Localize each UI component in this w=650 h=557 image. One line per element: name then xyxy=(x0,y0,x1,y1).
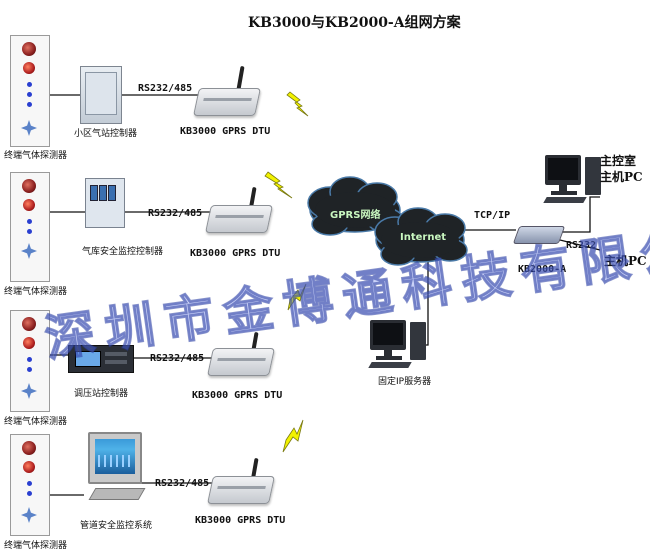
server-pc-icon xyxy=(368,320,430,370)
gas-sensor-column-1 xyxy=(10,35,50,147)
diagram-title: KB3000与KB2000-A组网方案 xyxy=(248,15,461,31)
terminal-label-3: 终端气体探测器 xyxy=(4,417,68,427)
gas-sensor-icon xyxy=(21,120,37,136)
gprs-dtu-icon xyxy=(207,348,275,376)
ellipsis-dot-icon xyxy=(27,219,32,224)
dtu-label-4: KB3000 GPRS DTU xyxy=(195,515,286,526)
gas-sensor-column-3 xyxy=(10,310,50,412)
terminal-label-4: 终端气体探测器 xyxy=(4,541,68,551)
lightning-bolt-icon xyxy=(286,91,309,117)
monitoring-workstation-icon xyxy=(88,432,142,484)
gas-sensor-icon xyxy=(23,337,35,349)
main-room-label-1: 主控室 xyxy=(600,154,637,168)
ellipsis-dot-icon xyxy=(27,367,32,372)
kb2000-to-host-pc-line xyxy=(559,239,601,251)
terminal-label-1: 终端气体探测器 xyxy=(4,151,68,161)
gprs-dtu-icon xyxy=(193,88,261,116)
rs232-label: RS232 xyxy=(566,240,597,251)
ellipsis-dot-icon xyxy=(27,357,32,362)
kb2000-label: KB2000-A xyxy=(518,264,567,275)
gas-sensor-icon xyxy=(23,461,35,473)
ellipsis-dot-icon xyxy=(27,82,32,87)
gas-sensor-icon xyxy=(21,507,37,523)
ellipsis-dot-icon xyxy=(27,92,32,97)
internet-label: Internet xyxy=(400,232,447,243)
gas-sensor-icon xyxy=(23,199,35,211)
ellipsis-dot-icon xyxy=(27,102,32,107)
link-label-1: RS232/485 xyxy=(138,83,193,94)
controller-label-3: 调压站控制器 xyxy=(74,389,129,399)
gprs-dtu-icon xyxy=(205,205,273,233)
internet-cloud-icon xyxy=(374,207,468,266)
gas-sensor-icon xyxy=(22,317,36,331)
ellipsis-dot-icon xyxy=(27,481,32,486)
gas-sensor-column-2 xyxy=(10,172,50,282)
main-room-pc-icon xyxy=(543,155,605,205)
link-label-3: RS232/485 xyxy=(150,353,205,364)
terminal-label-2: 终端气体探测器 xyxy=(4,287,68,297)
dtu-label-1: KB3000 GPRS DTU xyxy=(180,126,271,137)
server-label: 固定IP服务器 xyxy=(378,377,432,387)
controller-rack-icon xyxy=(68,345,134,373)
lightning-bolt-icon xyxy=(264,171,293,199)
gprs-network-label: GPRS网络 xyxy=(330,210,381,221)
gas-sensor-icon xyxy=(23,62,35,74)
lightning-bolt-icon xyxy=(287,283,307,311)
controller-label-2: 气库安全监控控制器 xyxy=(82,247,164,257)
gas-sensor-column-4 xyxy=(10,434,50,536)
dtu-label-3: KB3000 GPRS DTU xyxy=(192,390,283,401)
controller-modules-icon xyxy=(85,178,125,228)
host-pc-label: 主机PC xyxy=(604,254,647,268)
dtu-label-2: KB3000 GPRS DTU xyxy=(190,248,281,259)
gas-sensor-icon xyxy=(22,441,36,455)
kb2000-to-main-room-line xyxy=(560,196,600,233)
gprs-dtu-icon xyxy=(207,476,275,504)
keyboard-icon xyxy=(88,488,146,500)
gas-sensor-icon xyxy=(22,179,36,193)
gas-sensor-icon xyxy=(22,42,36,56)
gas-sensor-icon xyxy=(21,243,37,259)
lightning-bolt-icon xyxy=(282,419,304,453)
ellipsis-dot-icon xyxy=(27,491,32,496)
link-label-2: RS232/485 xyxy=(148,208,203,219)
controller-label-4: 管道安全监控系统 xyxy=(80,521,153,531)
main-room-label-2: 主机PC xyxy=(600,170,643,184)
link-label-4: RS232/485 xyxy=(155,478,210,489)
ellipsis-dot-icon xyxy=(27,229,32,234)
controller-label-1: 小区气站控制器 xyxy=(74,129,138,139)
tcpip-label: TCP/IP xyxy=(474,210,511,221)
gas-sensor-icon xyxy=(21,383,37,399)
controller-cabinet-icon xyxy=(80,66,122,124)
kb2000-device-icon xyxy=(512,226,566,244)
